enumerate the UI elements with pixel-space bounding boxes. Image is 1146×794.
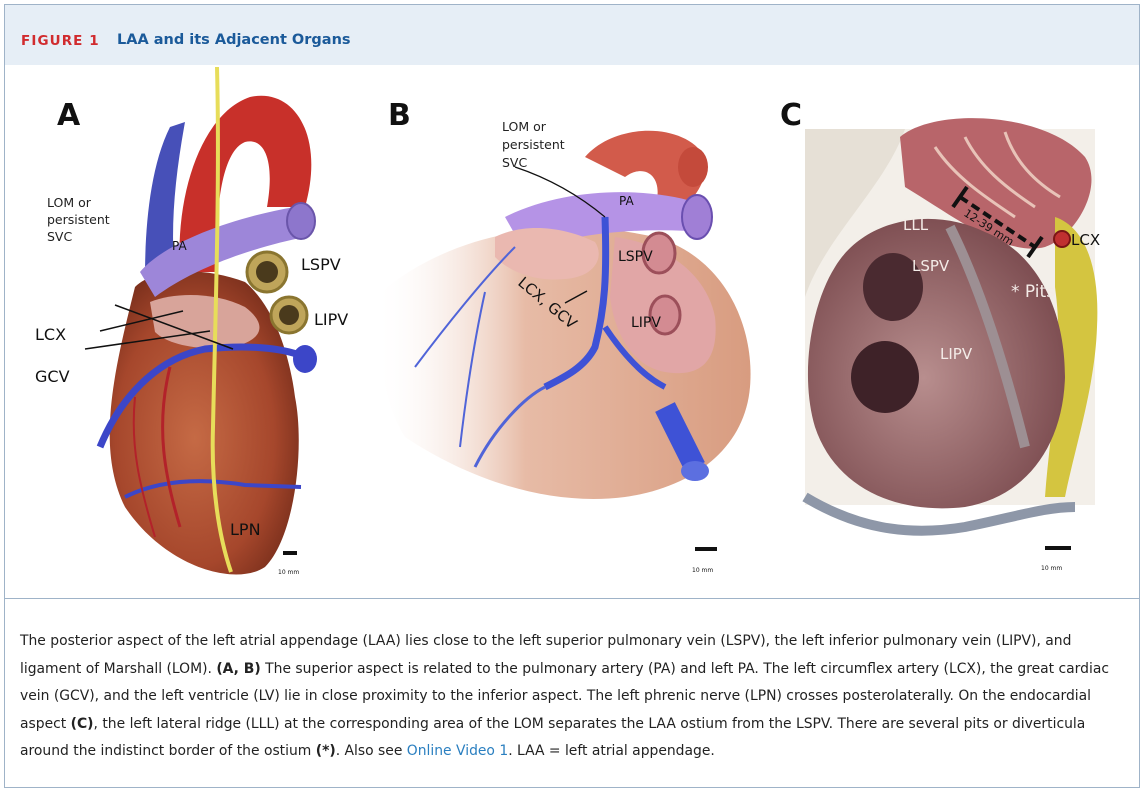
online-video-link[interactable]: Online Video 1	[407, 743, 508, 759]
caption-text: . LAA = left atrial appendage.	[508, 743, 715, 759]
scale-bar-c	[1045, 546, 1071, 550]
label-lll: LLL	[903, 216, 929, 234]
label-pa-a: PA	[172, 239, 187, 253]
label-lipv-a: LIPV	[314, 310, 348, 329]
label-lspv-b: LSPV	[618, 249, 653, 265]
figure-label: FIGURE 1	[21, 33, 100, 49]
caption-text: . Also see	[336, 743, 407, 759]
scale-label-c: 10 mm	[1041, 565, 1062, 572]
label-lcx-a: LCX	[35, 325, 66, 344]
scale-bar-b	[695, 547, 717, 551]
panel-a: A	[35, 67, 348, 576]
figure-title: LAA and its Adjacent Organs	[117, 32, 351, 48]
label-pits: * Pits	[1011, 282, 1055, 302]
label-lspv-a: LSPV	[301, 255, 341, 274]
caption-ref-c: (C)	[71, 716, 94, 732]
scale-label-b: 10 mm	[692, 567, 713, 574]
panel-c: C LLL 12-39 m	[780, 98, 1100, 572]
label-lipv-c: LIPV	[940, 345, 973, 363]
scale-label-a: 10 mm	[278, 569, 299, 576]
panel-c-letter: C	[780, 98, 802, 133]
label-pa-b: PA	[619, 194, 634, 208]
panel-b: B	[375, 98, 751, 574]
figure-illustrations: A	[5, 67, 1139, 597]
caption-ref-ab: (A, B)	[216, 661, 260, 677]
label-lipv-b: LIPV	[631, 315, 661, 331]
label-lpn-a: LPN	[230, 520, 261, 539]
label-lom-a: LOM or persistent SVC	[47, 195, 114, 244]
label-lspv-c: LSPV	[912, 257, 950, 275]
figure-header: FIGURE 1 LAA and its Adjacent Organs	[5, 5, 1139, 65]
label-gcv-a: GCV	[35, 367, 70, 386]
panel-b-letter: B	[388, 98, 411, 133]
lipv-orifice	[851, 341, 919, 413]
panel-a-letter: A	[57, 98, 81, 133]
label-lom-b: LOM or persistent SVC	[502, 119, 569, 170]
caption-divider	[5, 598, 1139, 599]
label-lcx-c: LCX	[1071, 231, 1100, 249]
caption-ref-star: (*)	[316, 743, 336, 759]
pa-end-b	[682, 195, 712, 239]
lcx-vessel	[1054, 231, 1070, 247]
figure-caption: The posterior aspect of the left atrial …	[20, 628, 1130, 766]
pa-end-a	[287, 203, 315, 239]
figure-box: FIGURE 1 LAA and its Adjacent Organs	[4, 4, 1140, 788]
scale-bar-a	[283, 551, 297, 555]
